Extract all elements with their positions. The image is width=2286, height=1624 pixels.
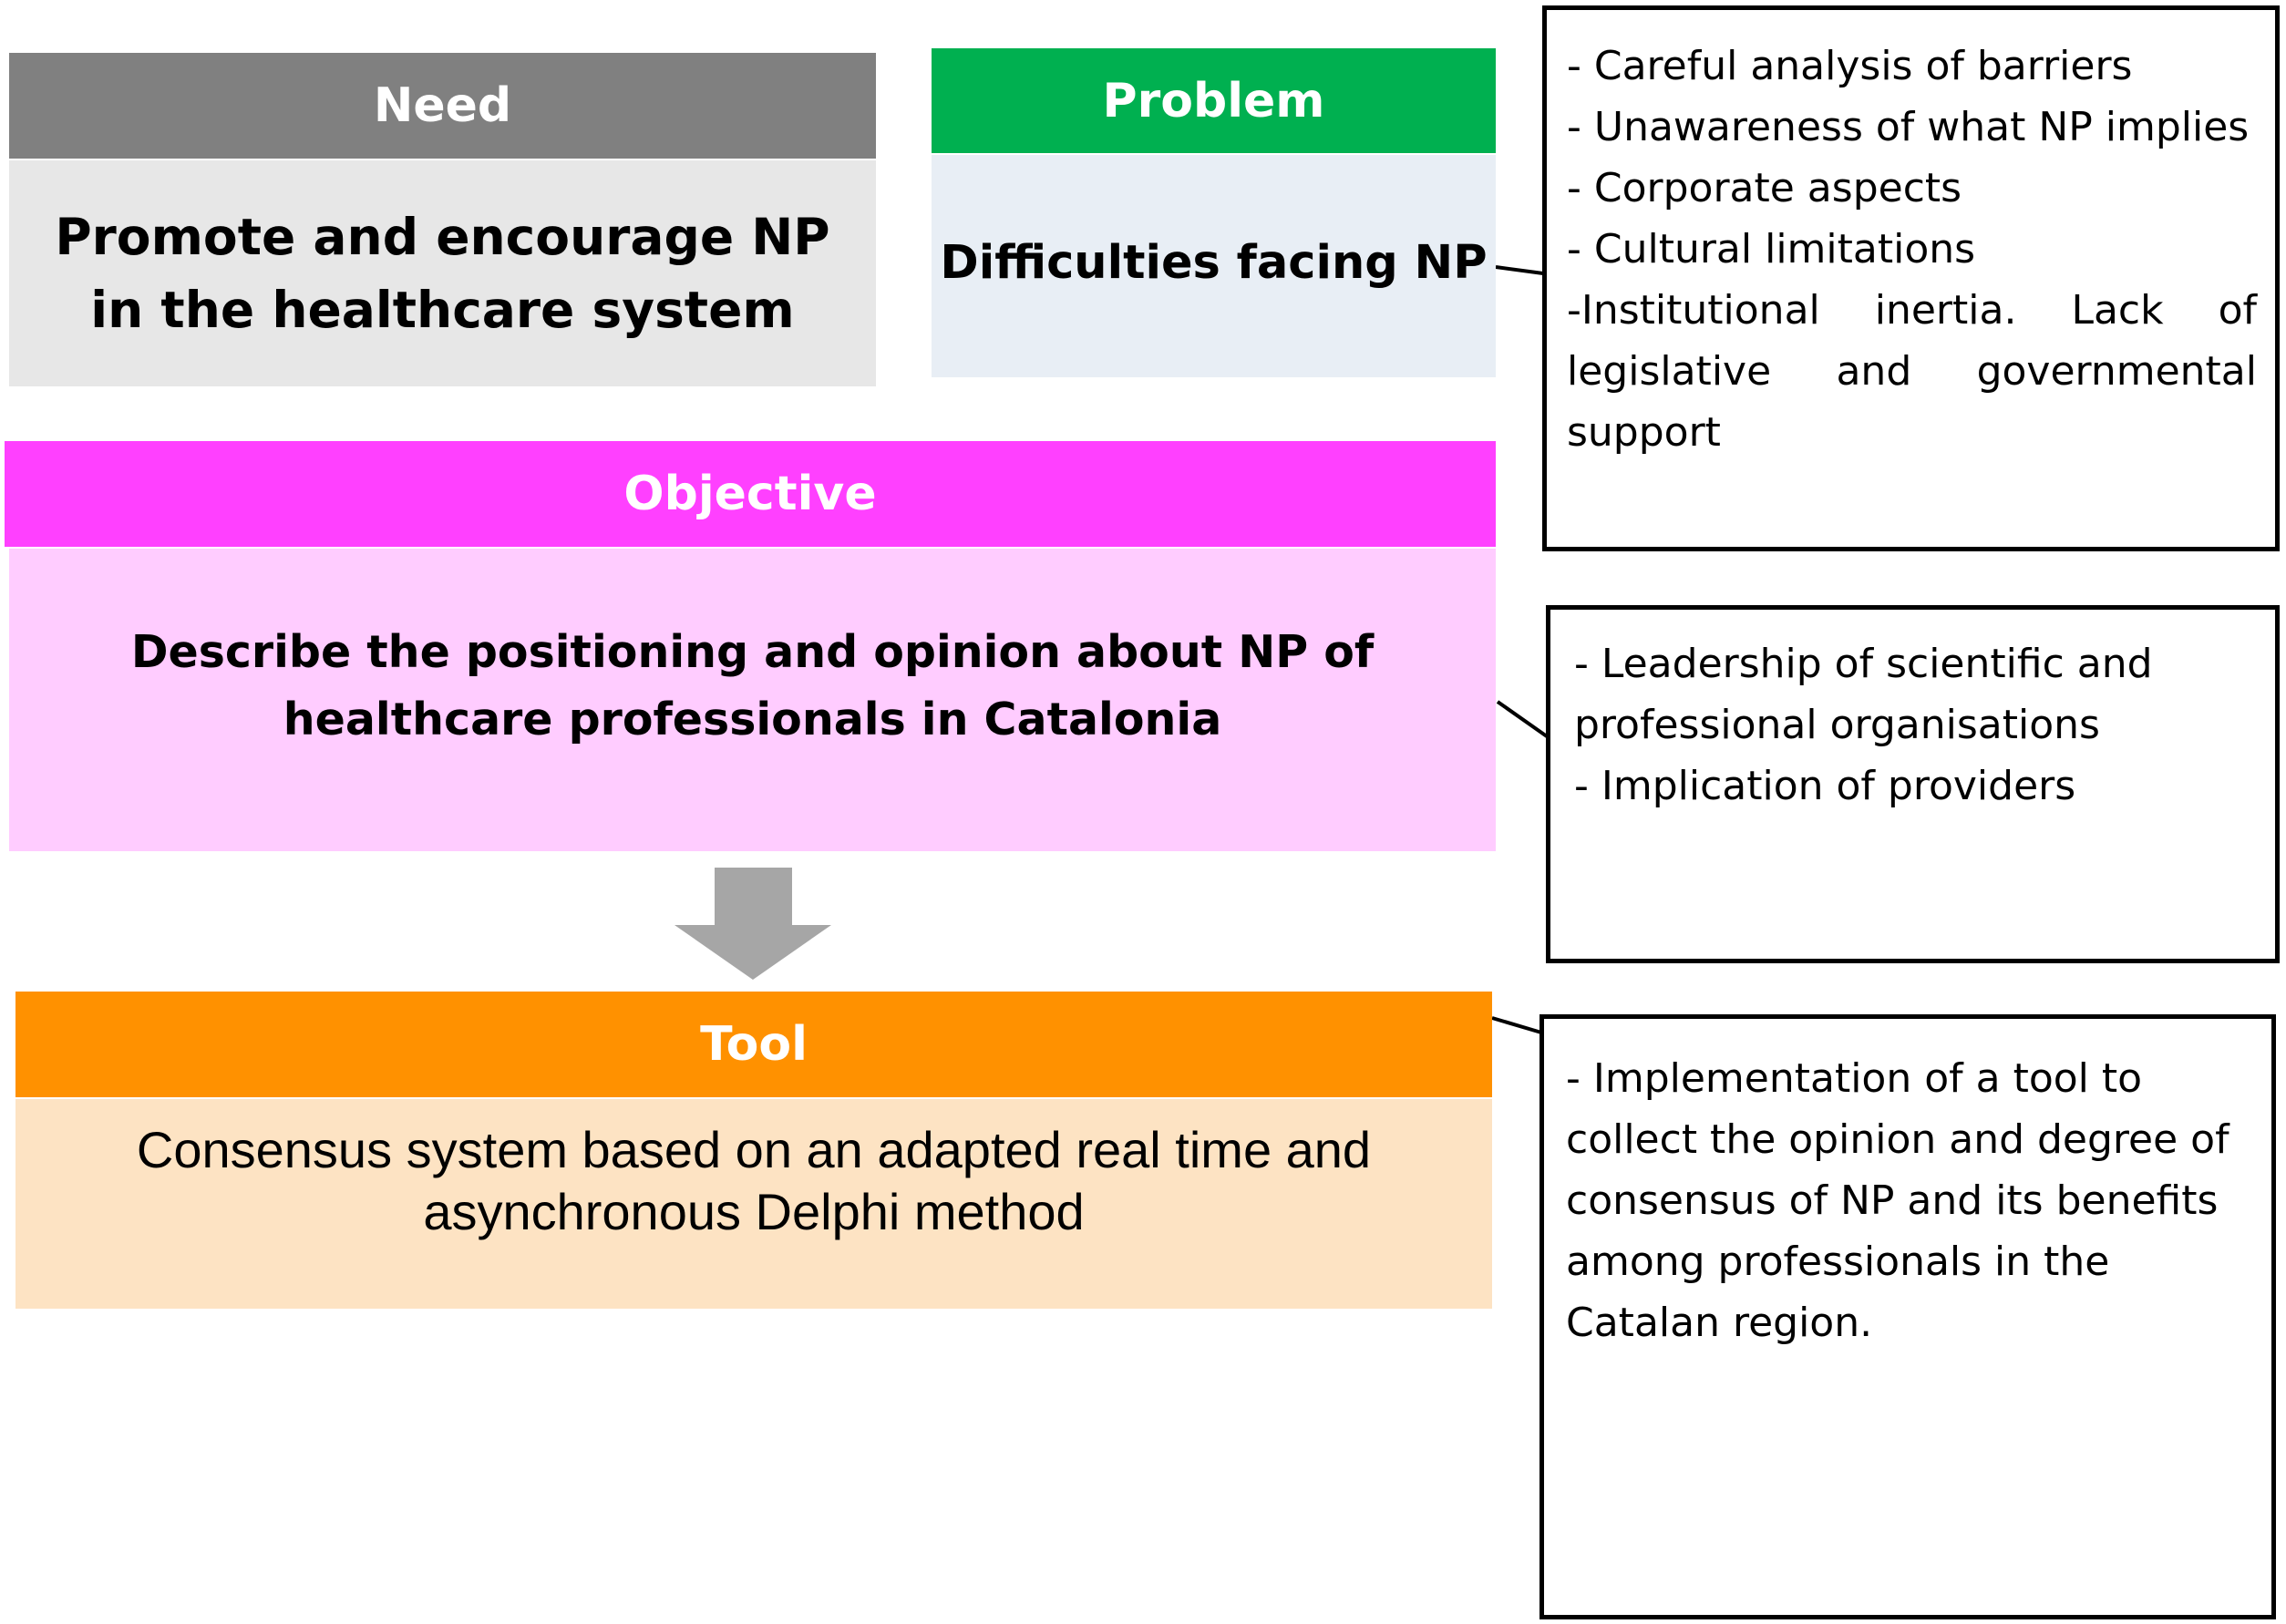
connector-problem-to-barriers	[1495, 265, 1544, 275]
objective-header: Objective	[5, 441, 1496, 547]
implementation-item-3: consensus of NP and its benefits	[1566, 1177, 2219, 1224]
connector-objective-to-leadership	[1496, 700, 1549, 738]
objective-body: Describe the positioning and opinion abo…	[9, 549, 1496, 851]
implementation-item-4: among professionals in the	[1566, 1239, 2110, 1285]
leadership-item-1: - Leadership of scientific and	[1574, 641, 2153, 687]
leadership-note: - Leadership of scientific and professio…	[1546, 605, 2280, 963]
implementation-item-1: - Implementation of a tool to	[1566, 1055, 2143, 1102]
need-header: Need	[9, 53, 876, 159]
tool-body: Consensus system based on an adapted rea…	[15, 1099, 1492, 1309]
barriers-item-1: - Careful analysis of barriers	[1567, 43, 2133, 89]
leadership-item-2: professional organisations	[1574, 702, 2100, 748]
down-arrow	[674, 868, 831, 980]
connector-tool-to-implementation	[1491, 1016, 1542, 1034]
problem-header: Problem	[932, 48, 1496, 153]
barriers-item-4: - Cultural limitations	[1567, 226, 1976, 272]
implementation-item-2: collect the opinion and degree of	[1566, 1116, 2229, 1163]
barriers-item-5: -Institutional inertia. Lack of legislat…	[1567, 287, 2257, 456]
implementation-item-5: Catalan region.	[1566, 1300, 1873, 1346]
problem-text: Difficulties facing NP	[940, 235, 1488, 290]
tool-header: Tool	[15, 992, 1492, 1097]
need-body: Promote and encourage NP in the healthca…	[9, 160, 876, 386]
barriers-item-3: - Corporate aspects	[1567, 165, 1962, 211]
implementation-note: - Implementation of a tool to collect th…	[1539, 1014, 2276, 1619]
leadership-item-3: - Implication of providers	[1574, 763, 2076, 809]
barriers-note: - Careful analysis of barriers - Unaware…	[1542, 5, 2280, 551]
barriers-item-2: - Unawareness of what NP implies	[1567, 104, 2250, 150]
problem-body: Difficulties facing NP	[932, 155, 1496, 377]
objective-text: Describe the positioning and opinion abo…	[130, 626, 1375, 745]
tool-text: Consensus system based on an adapted rea…	[136, 1121, 1372, 1240]
need-text: Promote and encourage NP in the healthca…	[55, 208, 830, 339]
